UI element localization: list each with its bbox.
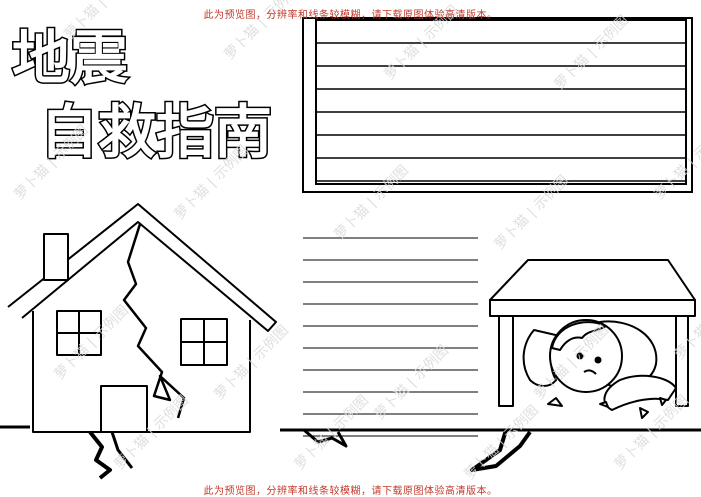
center-writing-lines: [303, 237, 478, 437]
title-line2: 自救指南: [40, 98, 272, 166]
wall-crack: [122, 223, 186, 419]
writing-lines: [316, 42, 686, 182]
preview-notice-top: 此为预览图，分辨率和线条较模糊，请下载原图体验高清版本。: [203, 10, 498, 21]
watermark-text: 萝卜猫 | 示例图: [52, 302, 132, 382]
title-line1: 地震: [12, 24, 128, 92]
watermark-text: 萝卜猫 | 示例图: [292, 392, 372, 472]
watermark-text: 萝卜猫 | 示例图: [212, 322, 292, 402]
cracked-house-illustration: [7, 203, 277, 433]
preview-notice-bottom: 此为预览图，分辨率和线条较模糊，请下载原图体验高清版本。: [203, 486, 498, 497]
table-child-illustration: [489, 259, 696, 419]
table-leg-right: [675, 315, 689, 407]
watermark-text: 萝卜猫 | 示例图: [372, 342, 452, 422]
watermark-text: 萝卜猫 | 示例图: [332, 162, 412, 242]
watermark-text: 萝卜猫 | 示例图: [462, 402, 542, 482]
child-arm-right: [603, 374, 677, 411]
watermark-text: 萝卜猫 | 示例图: [552, 12, 632, 92]
house-door: [100, 385, 148, 433]
ground-crack-line: [0, 425, 701, 480]
child-hair: [551, 321, 607, 351]
writing-box-top-right: [302, 17, 693, 193]
table-leg-left: [498, 315, 514, 407]
house-chimney: [43, 233, 69, 281]
table-top: [489, 259, 696, 301]
